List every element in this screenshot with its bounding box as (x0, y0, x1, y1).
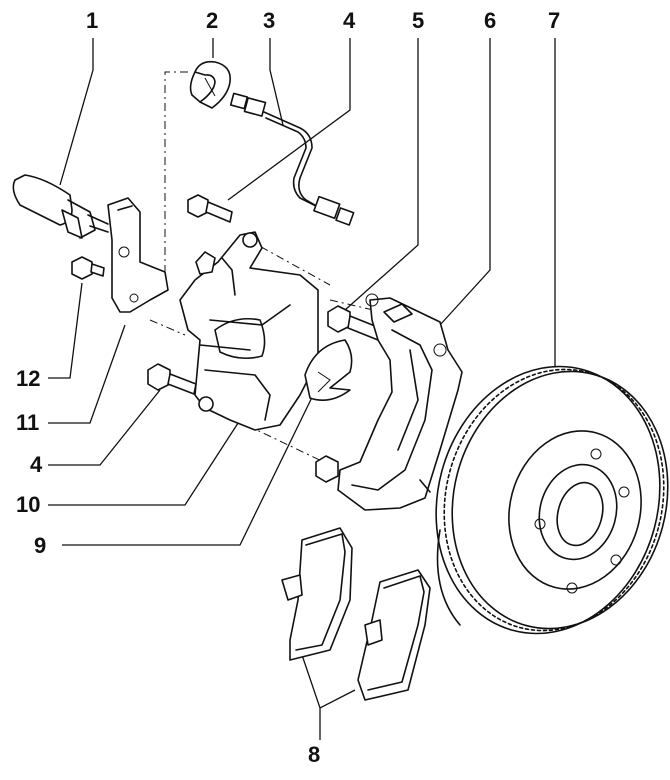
part-11-bracket (107, 197, 169, 313)
callout-4-left: 4 (30, 452, 43, 477)
part-10-caliper (179, 231, 319, 431)
callout-2: 2 (206, 8, 218, 33)
callout-3: 3 (263, 8, 275, 33)
part-2-clip (189, 60, 232, 109)
leader-lines (48, 38, 556, 740)
callout-10: 10 (16, 492, 40, 517)
part-5-guide-bolts (315, 305, 381, 483)
callout-4-top: 4 (343, 8, 356, 33)
callout-9: 9 (34, 533, 46, 558)
callout-7: 7 (548, 8, 560, 33)
part-4-bolt-left (147, 363, 197, 395)
part-4-bolt-top (187, 194, 233, 223)
part-8-brake-pads (281, 527, 431, 701)
part-3-brake-hose (229, 92, 355, 226)
callout-12: 12 (16, 366, 40, 391)
part-12-bolt (71, 256, 105, 280)
callout-6: 6 (484, 8, 496, 33)
part-7-brake-disc (435, 365, 669, 635)
part-6-carrier (337, 293, 463, 511)
callout-11: 11 (16, 410, 39, 435)
part-9-spring (304, 339, 353, 401)
part-1-tool (12, 174, 109, 239)
callout-5: 5 (412, 8, 424, 33)
callout-1: 1 (86, 8, 98, 33)
callout-8: 8 (308, 742, 320, 767)
